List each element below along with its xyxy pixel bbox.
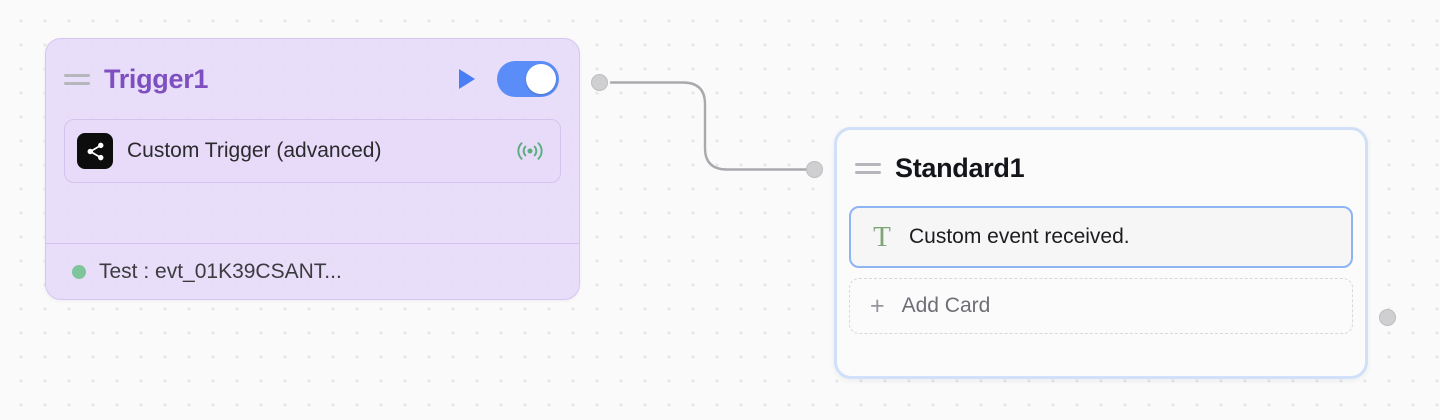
play-icon[interactable] <box>453 65 481 93</box>
toggle-knob <box>526 64 556 94</box>
standard-card-label: Custom event received. <box>909 225 1130 248</box>
trigger-card-body: Custom Trigger (advanced) <box>46 119 579 183</box>
trigger-enabled-toggle[interactable] <box>497 61 559 97</box>
standard-input-port[interactable] <box>806 161 823 178</box>
drag-handle-icon[interactable] <box>855 162 881 174</box>
connector-trigger-to-standard <box>609 81 808 171</box>
standard-node-title: Standard1 <box>895 152 1025 183</box>
drag-handle-line <box>64 73 90 77</box>
standard-card-header: Standard1 <box>837 130 1365 206</box>
standard-card-body: T Custom event received. + Add Card <box>837 206 1365 334</box>
standard-output-port[interactable] <box>1379 309 1396 326</box>
drag-handle-icon[interactable] <box>64 73 90 85</box>
status-dot-icon <box>72 264 86 279</box>
standard-card-item[interactable]: T Custom event received. <box>849 206 1353 268</box>
trigger-action-label: Custom Trigger (advanced) <box>127 139 382 162</box>
trigger-status-text: Test : evt_01K39CSANT... <box>99 259 342 283</box>
text-t-icon: T <box>873 220 891 253</box>
share-nodes-icon-glyph <box>87 142 103 160</box>
standard-node-card[interactable]: Standard1 T Custom event received. + Add… <box>834 127 1368 379</box>
drag-handle-line <box>855 162 881 166</box>
add-card-label: Add Card <box>901 294 991 317</box>
trigger-status-bar[interactable]: Test : evt_01K39CSANT... <box>46 243 579 299</box>
share-nodes-icon <box>77 133 113 169</box>
plus-icon: + <box>870 291 885 320</box>
drag-handle-line <box>855 170 881 174</box>
trigger-card-header: Trigger1 <box>46 39 579 119</box>
broadcast-icon-glyph <box>517 142 543 160</box>
trigger-action-row[interactable]: Custom Trigger (advanced) <box>64 119 561 183</box>
trigger-output-port[interactable] <box>591 74 608 91</box>
add-card-button[interactable]: + Add Card <box>849 278 1353 334</box>
trigger-node-card[interactable]: Trigger1 Cus <box>45 38 580 300</box>
trigger-node-title: Trigger1 <box>104 63 209 94</box>
broadcast-icon <box>516 139 544 163</box>
drag-handle-line <box>64 81 90 85</box>
play-icon-glyph <box>459 69 475 89</box>
